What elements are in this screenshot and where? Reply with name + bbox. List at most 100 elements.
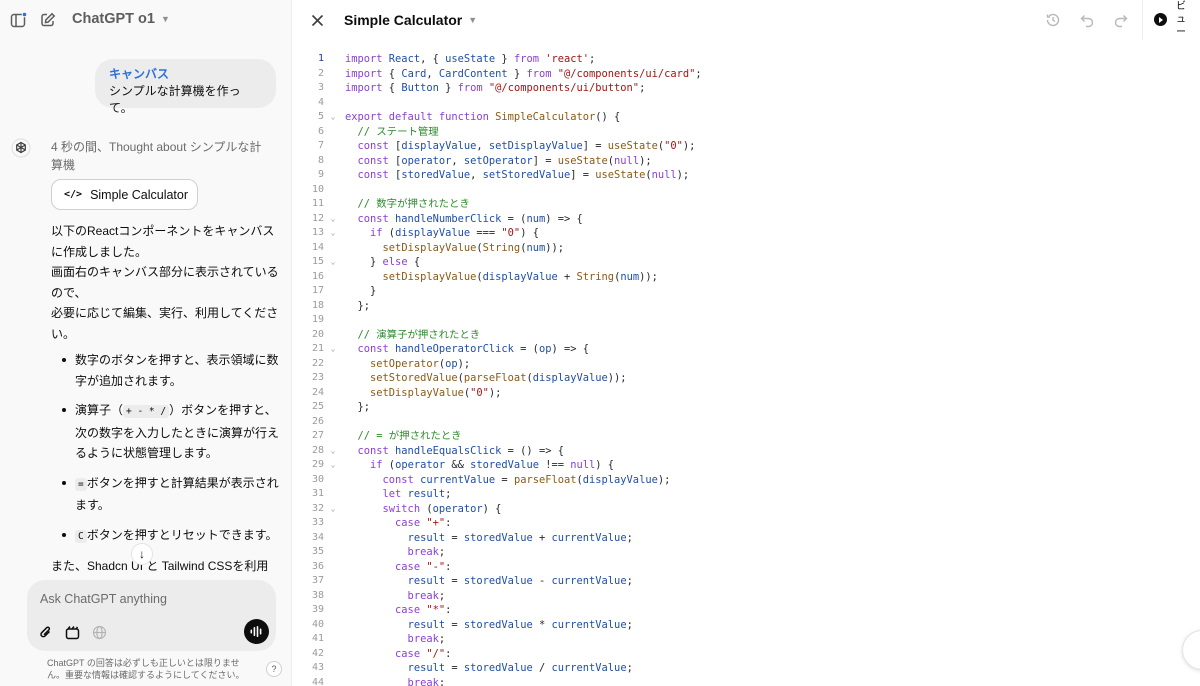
code-line[interactable]: 39 case "*": (292, 603, 1200, 618)
code-line[interactable]: 42 case "/": (292, 647, 1200, 662)
fold-chevron-icon[interactable]: ⌄ (330, 228, 336, 237)
code-line[interactable]: 6 // ステート管理 (292, 125, 1200, 140)
fold-chevron-icon[interactable]: ⌄ (330, 460, 336, 469)
code-token: else (382, 256, 414, 268)
line-number: 44 (311, 676, 324, 686)
canvas-chip-label: Simple Calculator (90, 187, 189, 202)
code-line[interactable]: 7 const [displayValue, setDisplayValue] … (292, 139, 1200, 154)
code-line[interactable]: 11 // 数字が押されたとき (292, 197, 1200, 212)
code-line[interactable]: 38 break; (292, 589, 1200, 604)
code-line[interactable]: 44 break; (292, 676, 1200, 686)
code-line[interactable]: 18 }; (292, 299, 1200, 314)
code-token: ); (457, 357, 471, 370)
code-token: ( (520, 241, 527, 254)
code-line[interactable]: 41 break; (292, 632, 1200, 647)
code-line[interactable]: 10 (292, 183, 1200, 198)
code-line[interactable]: 14 setDisplayValue(String(num)); (292, 241, 1200, 256)
code-line[interactable]: 35 break; (292, 545, 1200, 560)
code-token: : (445, 604, 452, 616)
code-line[interactable]: 32⌄ switch (operator) { (292, 502, 1200, 517)
code-token (345, 271, 383, 283)
fold-chevron-icon[interactable]: ⌄ (330, 503, 336, 513)
paperclip-icon[interactable] (37, 623, 55, 641)
close-canvas-button[interactable] (308, 11, 326, 29)
preview-button[interactable]: ビュー (1142, 0, 1200, 40)
code-token: ( (388, 459, 396, 471)
code-text: case "+": (345, 516, 451, 531)
code-line[interactable]: 22 setOperator(op); (292, 357, 1200, 372)
code-line[interactable]: 16 setDisplayValue(displayValue + String… (292, 270, 1200, 285)
code-text: if (displayValue === "0") { (345, 226, 539, 241)
code-line[interactable]: 4 (292, 96, 1200, 111)
code-line[interactable]: 29⌄ if (operator && storedValue !== null… (292, 458, 1200, 473)
fold-chevron-icon[interactable]: ⌄ (330, 344, 336, 353)
voice-mode-button[interactable] (244, 619, 269, 644)
code-token: ); (639, 154, 652, 167)
line-number: 18 (311, 299, 324, 311)
thought-summary[interactable]: 4 秒の間、Thought about シンプルな計算機 (51, 140, 262, 172)
bullet-text: ボタンを押すと計算結果が表示されます。 (75, 475, 279, 513)
message-input[interactable] (40, 590, 265, 608)
open-canvas-button[interactable]: </> Simple Calculator (51, 179, 198, 210)
scroll-to-bottom-button[interactable]: ↓ (131, 543, 153, 565)
code-token: const (345, 140, 396, 152)
code-line[interactable]: 9 const [storedValue, setStoredValue] = … (292, 168, 1200, 183)
fold-chevron-icon[interactable]: ⌄ (330, 213, 336, 223)
fold-chevron-icon[interactable]: ⌄ (330, 112, 336, 121)
history-icon[interactable] (1044, 11, 1062, 29)
code-token: let (345, 488, 408, 500)
bullet-text: ボタンを押すとリセットできます。 (86, 527, 278, 542)
code-line[interactable]: 20 // 演算子が押されたとき (292, 328, 1200, 343)
code-line[interactable]: 19 (292, 313, 1200, 328)
code-text: // ステート管理 (345, 125, 439, 140)
code-text: // = が押されたとき (345, 429, 462, 444)
code-line[interactable]: 37 result = storedValue - currentValue; (292, 574, 1200, 589)
canvas-header: Simple Calculator ▼ ビュー (292, 0, 1200, 40)
code-line[interactable]: 30 const currentValue = parseFloat(displ… (292, 473, 1200, 488)
code-token: ( (526, 372, 533, 384)
fold-chevron-icon[interactable]: ⌄ (330, 257, 336, 266)
code-token: null (651, 169, 677, 181)
code-line[interactable]: 28⌄ const handleEqualsClick = () => { (292, 444, 1200, 459)
code-text: result = storedValue - currentValue; (345, 574, 633, 589)
code-line[interactable]: 33 case "+": (292, 516, 1200, 531)
code-line[interactable]: 21⌄ const handleOperatorClick = (op) => … (292, 342, 1200, 357)
canvas-title[interactable]: Simple Calculator ▼ (344, 12, 477, 28)
globe-icon[interactable] (90, 623, 108, 641)
code-line[interactable]: 43 result = storedValue / currentValue; (292, 661, 1200, 676)
code-line[interactable]: 27 // = が押されたとき (292, 429, 1200, 444)
line-number: 42 (311, 647, 324, 659)
sidebar-icon[interactable] (8, 10, 28, 30)
canvas-tool-icon[interactable] (63, 623, 81, 641)
code-line[interactable]: 17 } (292, 284, 1200, 299)
code-line[interactable]: 13⌄ if (displayValue === "0") { (292, 226, 1200, 241)
code-line[interactable]: 26 (292, 415, 1200, 430)
help-button[interactable]: ? (266, 661, 282, 677)
code-token: parseFloat (463, 372, 527, 384)
code-token: ) => { (551, 343, 589, 355)
code-line[interactable]: 40 result = storedValue * currentValue; (292, 618, 1200, 633)
model-name-label: ChatGPT o1 (72, 11, 155, 27)
redo-icon[interactable] (1112, 11, 1130, 29)
code-line[interactable]: 36 case "-": (292, 560, 1200, 575)
code-line[interactable]: 5⌄export default function SimpleCalculat… (292, 110, 1200, 125)
code-text: }; (345, 299, 371, 314)
model-selector[interactable]: ChatGPT o1 ▼ (72, 11, 170, 27)
code-token: result (407, 488, 446, 500)
fold-chevron-icon[interactable]: ⌄ (330, 445, 336, 455)
code-line[interactable]: 34 result = storedValue + currentValue; (292, 531, 1200, 546)
code-line[interactable]: 31 let result; (292, 487, 1200, 502)
code-line[interactable]: 15⌄ } else { (292, 255, 1200, 270)
code-line[interactable]: 12⌄ const handleNumberClick = (num) => { (292, 212, 1200, 227)
code-line[interactable]: 8 const [operator, setOperator] = useSta… (292, 154, 1200, 169)
compose-icon[interactable] (38, 10, 58, 30)
code-line[interactable]: 25 }; (292, 400, 1200, 415)
undo-icon[interactable] (1078, 11, 1096, 29)
code-line[interactable]: 24 setDisplayValue("0"); (292, 386, 1200, 401)
code-line[interactable]: 23 setStoredValue(parseFloat(displayValu… (292, 371, 1200, 386)
code-token: op (445, 357, 458, 370)
